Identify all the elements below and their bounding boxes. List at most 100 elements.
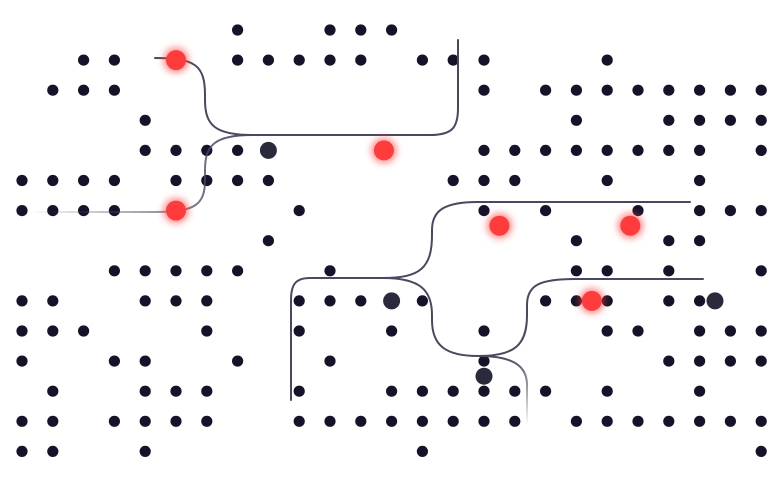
grid-dot xyxy=(324,295,336,307)
glow-core xyxy=(581,290,602,311)
grid-dot xyxy=(386,325,398,337)
grid-dot xyxy=(570,265,583,277)
grid-dot xyxy=(262,54,274,66)
grid-dot xyxy=(78,325,90,337)
grid-dot xyxy=(540,144,552,156)
center-junction xyxy=(383,292,401,310)
grid-dot xyxy=(170,295,182,307)
grid-dot xyxy=(632,84,644,96)
grid-dot xyxy=(108,415,120,427)
grid-dot xyxy=(509,174,521,187)
grid-dot xyxy=(78,174,90,187)
grid-dot xyxy=(16,415,28,427)
grid-dot xyxy=(324,24,336,36)
grid-dot xyxy=(601,174,613,187)
grid-dot xyxy=(694,205,706,217)
grid-dot xyxy=(755,144,767,156)
glow-core xyxy=(620,215,641,236)
grid-dot xyxy=(139,355,151,367)
grid-dot xyxy=(509,385,521,397)
line-left-branch xyxy=(29,134,253,213)
grid-dot xyxy=(601,84,613,96)
grid-dot xyxy=(293,415,305,427)
grid-dot xyxy=(601,265,613,277)
grid-dot xyxy=(570,415,583,427)
grid-dot xyxy=(663,355,675,367)
grid-dot xyxy=(694,385,706,397)
line-lower-to-right xyxy=(477,278,704,357)
grid-dot xyxy=(478,415,490,427)
grid-dot xyxy=(262,235,274,247)
grid-dot xyxy=(139,445,151,457)
grid-dot xyxy=(386,385,398,397)
grid-dot xyxy=(355,295,367,307)
grid-dot xyxy=(601,325,613,337)
grid-dot xyxy=(447,174,459,187)
grid-dot xyxy=(201,295,213,307)
grid-dot xyxy=(478,84,490,96)
grid-dot xyxy=(570,235,583,247)
grid-dot xyxy=(724,355,737,367)
glow-node-center xyxy=(486,212,513,239)
grid-dot xyxy=(447,415,459,427)
grid-dot xyxy=(601,385,613,397)
grid-dot xyxy=(755,355,767,367)
line-upper-right-run xyxy=(382,201,691,279)
grid-dot xyxy=(78,205,90,217)
grid-dot xyxy=(632,205,644,217)
grid-dot xyxy=(108,84,120,96)
grid-dot xyxy=(416,385,428,397)
grid-dot xyxy=(232,54,244,66)
grid-dot xyxy=(663,415,675,427)
grid-dot xyxy=(694,144,706,156)
grid-dot xyxy=(724,325,737,337)
grid-dot xyxy=(694,114,706,126)
glow-node-top-left xyxy=(163,47,189,74)
grid-dot xyxy=(694,295,706,307)
glow-core xyxy=(166,200,186,221)
grid-dot xyxy=(355,54,367,66)
grid-dot xyxy=(724,415,737,427)
grid-dot xyxy=(232,265,244,277)
grid-dot xyxy=(478,355,490,367)
grid-dot xyxy=(694,84,706,96)
line-lower-drop xyxy=(477,355,528,426)
glow-node-right-upper xyxy=(617,212,644,239)
grid-dot xyxy=(570,144,583,156)
grid-dot xyxy=(570,84,583,96)
line-top-run xyxy=(251,39,459,136)
grid-dot xyxy=(139,144,151,156)
glow-core xyxy=(373,140,394,161)
grid-dot xyxy=(540,295,552,307)
grid-dot xyxy=(601,54,613,66)
lower-junction xyxy=(475,367,493,385)
grid-dot xyxy=(478,385,490,397)
grid-dot xyxy=(170,415,182,427)
left-junction xyxy=(259,141,277,159)
grid-dot xyxy=(478,54,490,66)
grid-dot xyxy=(663,265,675,277)
grid-dot xyxy=(78,84,90,96)
grid-dot xyxy=(78,54,90,66)
grid-dot xyxy=(170,174,182,187)
grid-dot xyxy=(447,385,459,397)
grid-dot xyxy=(170,265,182,277)
glow-node-left xyxy=(163,197,189,224)
glow-node-right-lower xyxy=(578,287,605,314)
grid-dot xyxy=(47,174,59,187)
grid-dot xyxy=(724,205,737,217)
grid-dot xyxy=(170,385,182,397)
grid-dot xyxy=(232,174,244,187)
glow-core xyxy=(489,215,510,236)
grid-dot xyxy=(694,174,706,187)
grid-dot xyxy=(16,355,28,367)
grid-dot xyxy=(47,325,59,337)
grid-dot xyxy=(755,415,767,427)
grid-dot xyxy=(293,385,305,397)
grid-dot xyxy=(694,415,706,427)
grid-dot xyxy=(478,205,490,217)
grid-dot xyxy=(478,174,490,187)
dot-grid xyxy=(16,24,767,457)
grid-dot xyxy=(139,114,151,126)
